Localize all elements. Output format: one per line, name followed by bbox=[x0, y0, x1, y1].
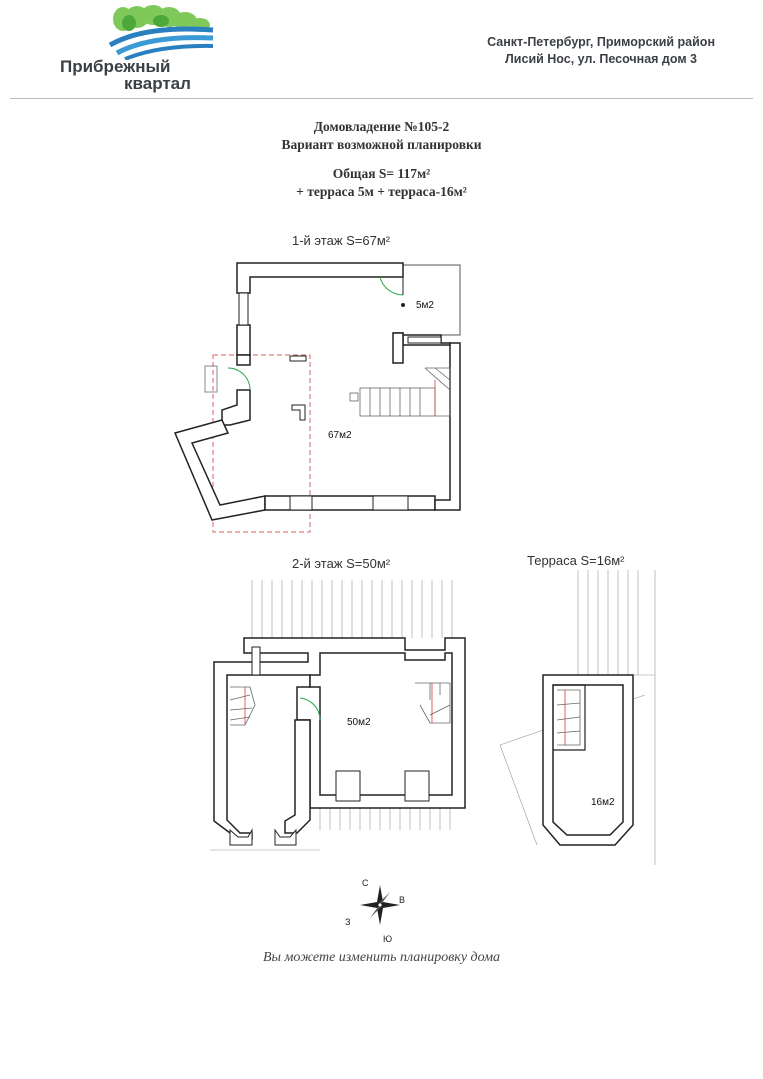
footer-note: Вы можете изменить планировку дома bbox=[262, 950, 501, 965]
logo-line1: Прибрежный bbox=[60, 57, 171, 76]
title-line1: Домовладение №105-2 bbox=[313, 119, 450, 134]
floor2-label: 2-й этаж S=50м² bbox=[292, 556, 391, 571]
compass-south: Ю bbox=[383, 934, 393, 944]
floor2-plan bbox=[210, 580, 466, 851]
compass-east: В bbox=[399, 895, 406, 905]
terrace-label: Терраса S=16м² bbox=[527, 553, 625, 568]
floor1-room-small-label: 5м2 bbox=[416, 300, 434, 311]
terrace-plan bbox=[499, 570, 656, 865]
compass-icon bbox=[360, 885, 400, 925]
floor1-plan bbox=[173, 262, 461, 533]
area-total: Общая S= 117м² bbox=[332, 166, 431, 181]
compass-north: С bbox=[362, 878, 369, 888]
header-divider bbox=[10, 98, 753, 99]
address-line1: Санкт-Петербург, Приморский район bbox=[487, 35, 715, 49]
floor1-room-main-label: 67м2 bbox=[328, 430, 352, 441]
title-line2: Вариант возможной планировки bbox=[281, 137, 482, 152]
floor1-label: 1-й этаж S=67м² bbox=[292, 233, 391, 248]
logo-graphic bbox=[108, 5, 214, 60]
compass-west: З bbox=[345, 917, 351, 927]
terrace-room-label: 16м2 bbox=[591, 797, 615, 808]
floor2-room-main-label: 50м2 bbox=[347, 717, 371, 728]
logo-line2: квартал bbox=[124, 74, 191, 93]
address-line2: Лисий Нос, ул. Песочная дом 3 bbox=[505, 52, 697, 66]
logo: Прибрежный квартал bbox=[60, 5, 220, 93]
area-extra: + терраса 5м + терраса-16м² bbox=[296, 184, 467, 199]
